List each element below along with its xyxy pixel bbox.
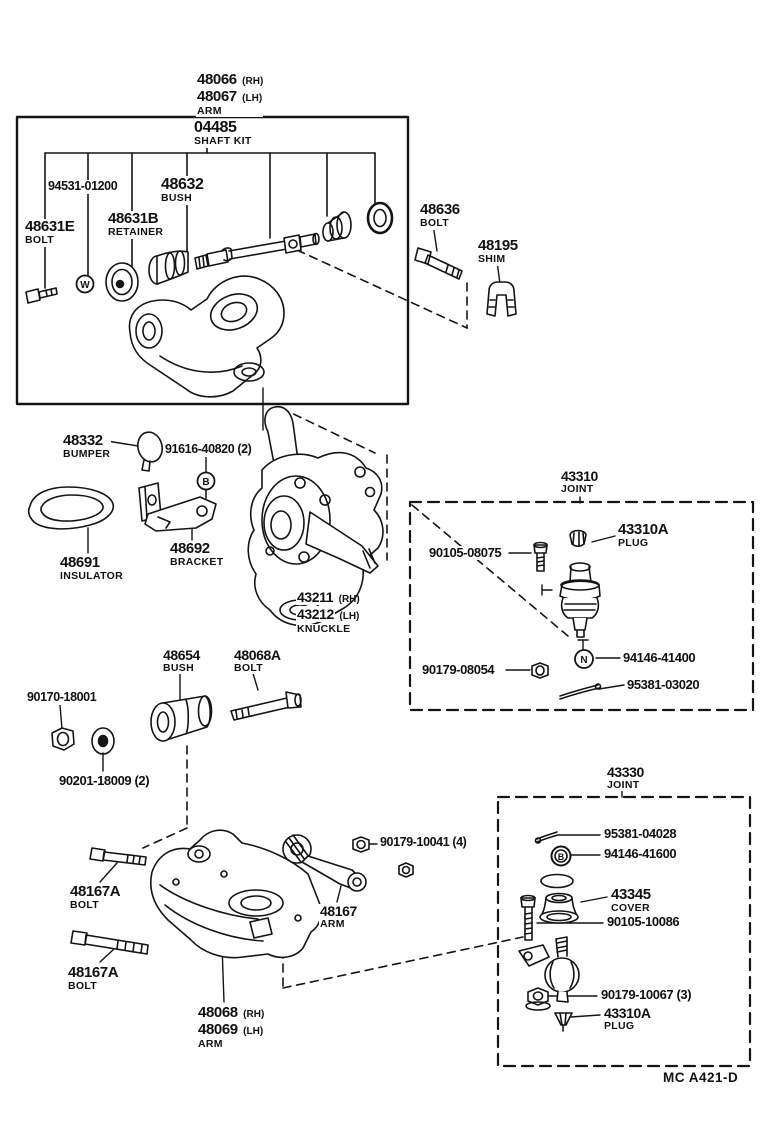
upper-plug-drawing (569, 529, 587, 548)
lower-ball-joint-drawing (518, 936, 580, 1003)
upper-joint-nut-drawing (531, 662, 549, 679)
upper-bush2-drawing (322, 211, 352, 242)
label-bracket: 48692 BRACKET (169, 540, 225, 569)
shaft-drawing (194, 232, 320, 270)
figure-code: MC A421-D (663, 1070, 739, 1085)
label-retainer: 48631B RETAINER (107, 210, 165, 239)
label-camber-bolt: 48636 BOLT (419, 201, 461, 230)
dust-seal-drawing (366, 201, 394, 235)
label-cover: 43345 COVER (610, 886, 652, 915)
svg-text:B: B (558, 852, 565, 862)
svg-text:B: B (202, 477, 209, 488)
arm-shaft-bolt-drawing (230, 691, 302, 721)
lower-joint-nut-drawing (525, 987, 551, 1011)
upper-joint-box (408, 500, 755, 712)
label-upper-arm: 48066 (RH) 48067 (LH) ARM (196, 71, 264, 117)
label-arm-shaft-bolt: 48068A BOLT (233, 647, 282, 675)
label-strut-nut: 90179-10041 (4) (379, 835, 468, 850)
insulator-drawing (27, 486, 115, 530)
lower-joint-box (496, 795, 752, 1068)
gasket-drawing (540, 873, 574, 889)
part-code: 48066 (196, 71, 238, 88)
svg-text:W: W (80, 280, 90, 291)
lower-plug-drawing (554, 1012, 573, 1032)
label-upper-joint-bolt: 90105-08075 (428, 545, 503, 561)
shim-drawing (486, 281, 517, 317)
label-cotter-upper: 95381-03020 (626, 677, 701, 693)
shaft-nut-drawing (51, 727, 75, 751)
knuckle-drawing (247, 405, 384, 627)
label-upper-bolt: 48631E BOLT (24, 218, 76, 247)
label-rear-arm-bolt: 48167A BOLT (67, 964, 120, 993)
strut-nut-drawing (352, 836, 414, 878)
label-shaft-kit: 04485 SHAFT KIT (193, 119, 253, 148)
upper-joint-bolt-drawing (533, 541, 548, 572)
lower-joint-bolt-drawing (520, 894, 536, 941)
camber-bolt-drawing (414, 247, 463, 280)
label-castle-nut-upper: 94146-41400 (622, 650, 697, 666)
label-knuckle: 43211 (RH) 43212 (LH) KNUCKLE (296, 589, 360, 635)
label-bracket-bolt: 91616-40820 (2) (164, 442, 253, 457)
lower-arm-drawing (150, 829, 322, 959)
label-collar: 94531-01200 (47, 179, 119, 194)
washer-w-marker: W (75, 274, 95, 294)
shaft-washer-drawing (91, 727, 115, 755)
shaft-kit-bolt-drawing (25, 287, 58, 304)
lower-bush-drawing (150, 695, 213, 742)
label-lower-plug: 43310A PLUG (603, 1005, 652, 1033)
svg-text:N: N (580, 655, 587, 666)
cotter-pin-upper-drawing (559, 683, 602, 700)
assembly-connector-lines (142, 249, 569, 989)
label-lower-joint-nut: 90179-10067 (3) (600, 987, 693, 1003)
label-upper-joint: 43310 JOINT (560, 468, 599, 496)
upper-arm-drawing (128, 275, 285, 398)
label-bumper: 48332 BUMPER (62, 432, 112, 461)
upper-arm-assembly-box (15, 115, 410, 406)
bumper-drawing (137, 431, 163, 472)
label-lower-joint: 43330 JOINT (606, 764, 645, 792)
bracket-drawing (138, 482, 217, 532)
label-shaft-nut: 90170-18001 (26, 690, 98, 705)
front-arm-bolt-drawing (89, 847, 147, 866)
label-lower-bush: 48654 BUSH (162, 647, 201, 675)
label-castle-nut-lower: 94146-41600 (603, 846, 678, 862)
strut-arm-drawing (282, 834, 367, 892)
upper-ball-joint-drawing (559, 562, 601, 638)
cotter-pin-lower-drawing (534, 831, 559, 844)
label-front-arm-bolt: 48167A BOLT (69, 883, 122, 912)
label-shim: 48195 SHIM (477, 237, 519, 266)
label-insulator: 48691 INSULATOR (59, 554, 124, 583)
castle-nut-upper-marker: N (574, 649, 594, 669)
cover-drawing (539, 892, 579, 924)
label-cotter-lower: 95381-04028 (603, 826, 678, 842)
bracket-bolt-marker: B (196, 471, 216, 491)
label-strut-arm: 48167 ARM (319, 903, 358, 931)
rear-arm-bolt-drawing (70, 930, 149, 955)
label-upper-bush: 48632 BUSH (160, 176, 205, 205)
label-upper-plug: 43310A PLUG (617, 521, 670, 550)
label-lower-joint-bolt: 90105-10086 (606, 914, 681, 930)
label-upper-joint-nut: 90179-08054 (421, 662, 496, 678)
castle-nut-lower-marker: B (550, 845, 572, 867)
retainer-drawing (105, 262, 139, 302)
label-lower-arm: 48068 (RH) 48069 (LH) ARM (197, 1004, 265, 1050)
label-shaft-washer: 90201-18009 (2) (58, 773, 151, 789)
upper-bush-drawing (148, 250, 189, 285)
